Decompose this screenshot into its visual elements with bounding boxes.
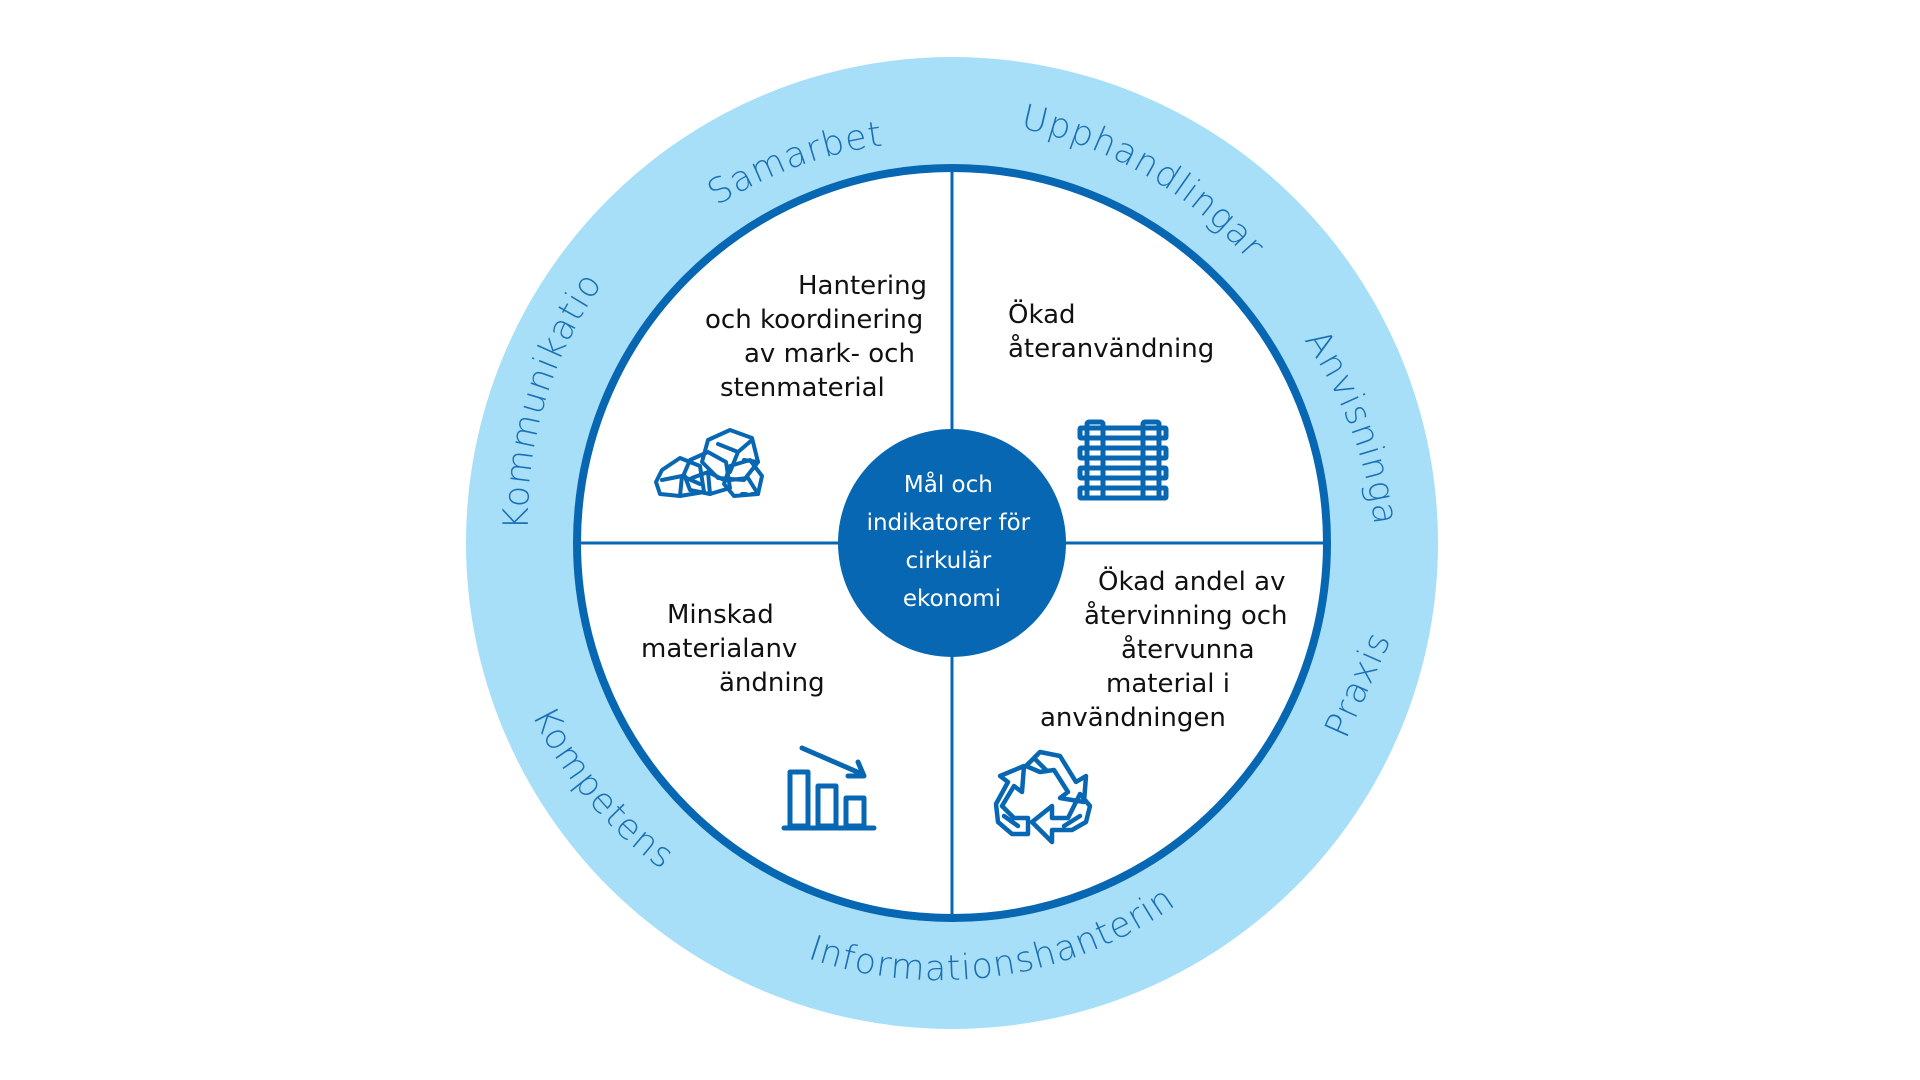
quadrant-bottom-left-line-3: ändning <box>719 668 825 698</box>
quadrant-bottom-right-line-2: återvinning och <box>1084 600 1288 631</box>
quadrant-bottom-right-line-5: användningen <box>1040 703 1226 733</box>
quadrant-bottom-right-line-1: Ökad andel av <box>1098 565 1285 597</box>
quadrant-top-left-text: Hantering och koordinering av mark- och … <box>705 271 935 403</box>
center-label: Mål och indikatorer för cirkulär ekonomi <box>867 470 1038 612</box>
center-line-1: Mål och <box>904 470 993 498</box>
quadrant-top-left-line-3: av mark- och <box>744 339 915 369</box>
quadrant-dividers <box>581 172 1323 914</box>
quadrant-top-right-text: Ökad återanvändning <box>1008 298 1214 364</box>
quadrant-top-right-line-2: återanvändning <box>1008 333 1214 364</box>
center-line-4: ekonomi <box>903 586 1001 612</box>
quadrant-top-left-line-4: stenmaterial <box>720 373 885 403</box>
quadrant-top-right-line-1: Ökad <box>1008 298 1076 330</box>
stones-icon <box>654 428 764 498</box>
quadrant-top-left-line-1: Hantering <box>798 271 927 301</box>
center-line-2: indikatorer för <box>867 510 1031 536</box>
quadrant-bottom-right-line-3: återvunna <box>1121 634 1255 665</box>
quadrant-top-left-line-2: och koordinering <box>705 305 923 335</box>
quadrant-bottom-right-text: Ökad andel av återvinning och återvunna … <box>1040 565 1296 733</box>
recycle-icon <box>993 749 1093 845</box>
quadrant-bottom-left-line-2: materialanv <box>641 634 797 664</box>
quadrant-bottom-left-line-1: Minskad <box>667 600 774 630</box>
decreasing-bar-chart-icon <box>781 745 877 831</box>
ring-label-kommunikation: Kommunikation <box>0 0 610 530</box>
quadrant-bottom-right-line-4: material i <box>1106 669 1230 699</box>
center-circle <box>838 429 1066 657</box>
center-line-3: cirkulär <box>906 548 992 574</box>
quadrant-bottom-left-text: Minskad materialanv ändning <box>641 600 825 698</box>
railway-track-icon <box>1077 419 1169 501</box>
